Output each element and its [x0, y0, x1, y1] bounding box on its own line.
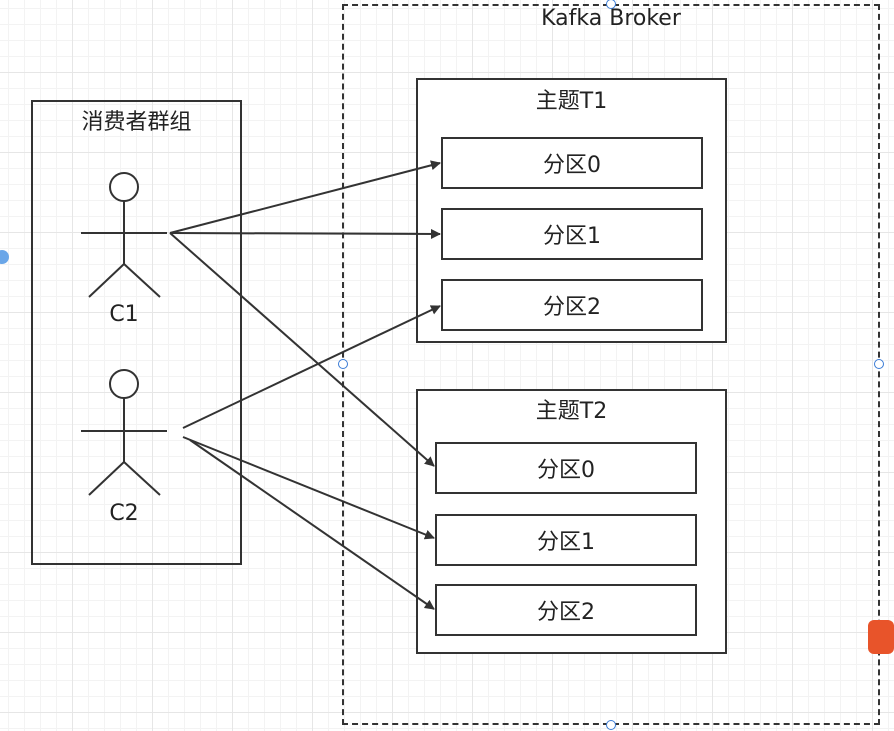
canvas-anchor-icon[interactable] — [0, 250, 9, 264]
topic-t2-partition-1[interactable]: 分区1 — [435, 514, 697, 566]
arrow-c1-t2-partition-0[interactable] — [169, 232, 435, 467]
topic-t2-partition-0[interactable]: 分区0 — [435, 442, 697, 494]
arrow-c1-t1-partition-0[interactable] — [169, 160, 441, 234]
topic-t1-label: 主题T1 — [535, 89, 608, 114]
arrow-c2-t2-partition-1[interactable] — [182, 436, 435, 540]
resize-handle-bottom[interactable] — [606, 720, 616, 730]
arrow-c1-t1-partition-1[interactable] — [169, 228, 441, 239]
topic-t2-label: 主题T2 — [535, 399, 608, 424]
topic-t1-partition-0[interactable]: 分区0 — [441, 137, 703, 189]
kafka-broker-label: Kafka Broker — [541, 6, 681, 31]
resize-handle-right[interactable] — [874, 359, 884, 369]
arrow-c2-t2-partition-2[interactable] — [189, 439, 435, 610]
resize-handle-top[interactable] — [606, 0, 616, 9]
arrow-c2-t1-partition-2[interactable] — [182, 305, 441, 429]
consumer-group-label: 消费者群组 — [81, 110, 192, 135]
consumer-group-container[interactable] — [31, 100, 242, 565]
topic-t1-partition-2[interactable]: 分区2 — [441, 279, 703, 331]
consumer-c1-actor-icon[interactable] — [81, 172, 167, 298]
watermark-logo-icon — [868, 620, 894, 654]
topic-t2-partition-2[interactable]: 分区2 — [435, 584, 697, 636]
consumer-c1-label: C1 — [109, 302, 139, 327]
consumer-c2-actor-icon[interactable] — [81, 369, 167, 496]
consumer-c2-label: C2 — [109, 501, 139, 526]
resize-handle-left[interactable] — [338, 359, 348, 369]
topic-t1-partition-1[interactable]: 分区1 — [441, 208, 703, 260]
